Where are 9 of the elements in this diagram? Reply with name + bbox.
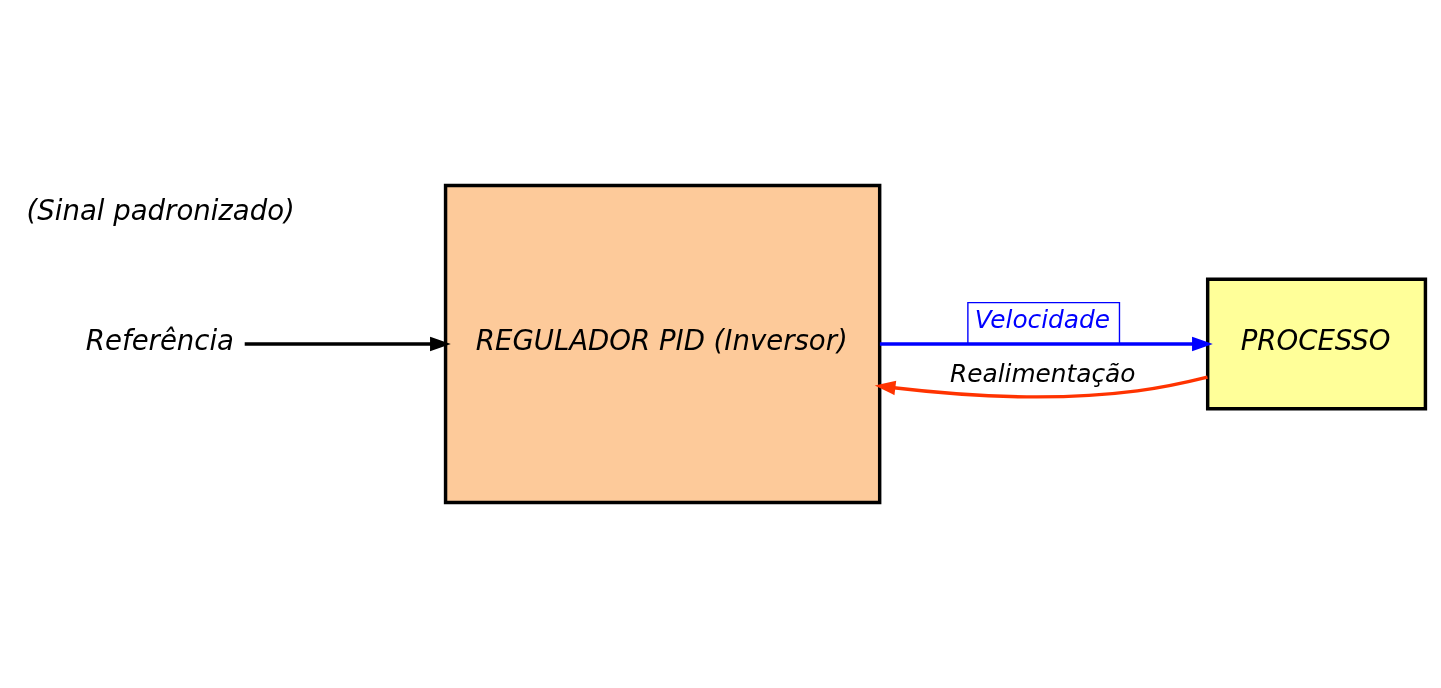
label: (Sinal padronizado)	[26, 193, 295, 226]
edge-label: Velocidade	[974, 305, 1111, 335]
node-box: PROCESSO	[1205, 277, 1428, 411]
node-text: Referência	[85, 323, 235, 356]
arrow	[879, 336, 1213, 352]
arrow	[874, 375, 1208, 399]
node-box: REGULADOR PID (Inversor)	[443, 183, 882, 505]
edge-label: Realimentação	[949, 358, 1136, 388]
arrow	[244, 336, 451, 352]
